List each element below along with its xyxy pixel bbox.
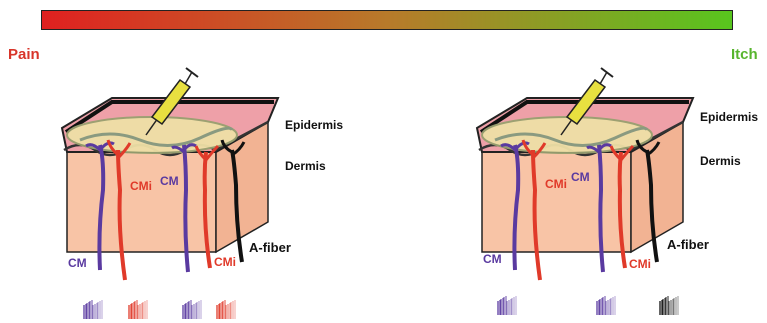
dermis-front [67,150,216,252]
cmi-label: CMi [545,177,567,191]
cm-label: CM [483,252,502,266]
cm-label: CM [68,256,87,270]
epidermis-label: Epidermis [285,118,343,132]
a-fiber-label: A-fiber [667,237,709,252]
cm-label: CM [571,170,590,184]
cm-spike-train [183,300,201,319]
dermis-label: Dermis [700,154,741,168]
cm-spike-train [498,296,516,315]
epidermis-label: Epidermis [700,110,758,124]
dermis-label: Dermis [285,159,326,173]
cm-label: CM [160,174,179,188]
dermis-front [482,150,631,252]
cmi-label: CMi [214,255,236,269]
cm-spike-train [84,300,102,319]
spike-trains-right [498,296,678,315]
spike-trains-left [84,300,235,319]
a-fiber-label: A-fiber [249,240,291,255]
skin-panel-left: Epidermis Dermis CM CMi CM CMi A-fiber [62,68,343,280]
afiber-spike-train [660,296,678,315]
cm-spike-train [597,296,615,315]
skin-panel-right: Epidermis Dermis CM CMi CM CMi A-fiber [477,68,758,280]
cmi-spike-train [217,300,235,319]
cmi-label: CMi [130,179,152,193]
cmi-label: CMi [629,257,651,271]
cmi-spike-train [129,300,147,319]
